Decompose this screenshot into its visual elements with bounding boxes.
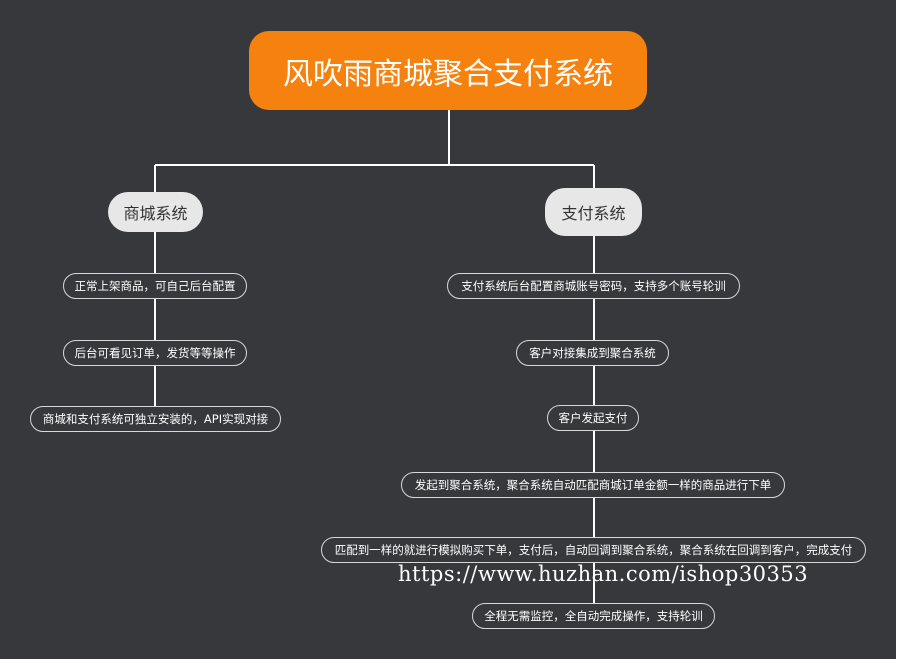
leaf-node-pay-1[interactable]: 支付系统后台配置商城账号密码，支持多个账号轮训 <box>447 273 740 299</box>
watermark-url: https://www.huzhan.com/ishop30353 <box>398 562 809 586</box>
leaf-node-mall-1[interactable]: 正常上架商品，可自己后台配置 <box>63 273 247 299</box>
leaf-label: 正常上架商品，可自己后台配置 <box>74 279 236 293</box>
leaf-label: 全程无需监控，全自动完成操作，支持轮训 <box>484 609 703 623</box>
leaf-node-mall-3[interactable]: 商城和支付系统可独立安装的，API实现对接 <box>30 406 281 432</box>
leaf-label: 商城和支付系统可独立安装的，API实现对接 <box>42 412 269 426</box>
leaf-label: 支付系统后台配置商城账号密码，支持多个账号轮训 <box>461 279 726 293</box>
branch-node-mall[interactable]: 商城系统 <box>108 192 203 232</box>
branch-node-payment[interactable]: 支付系统 <box>545 188 642 236</box>
root-node[interactable]: 风吹雨商城聚合支付系统 <box>249 31 647 110</box>
leaf-label: 客户对接集成到聚合系统 <box>529 346 656 360</box>
leaf-label: 客户发起支付 <box>558 411 628 425</box>
leaf-node-pay-4[interactable]: 发起到聚合系统，聚合系统自动匹配商城订单金额一样的商品进行下单 <box>401 472 785 498</box>
leaf-node-pay-3[interactable]: 客户发起支付 <box>547 405 639 431</box>
leaf-node-mall-2[interactable]: 后台可看见订单，发货等等操作 <box>63 340 247 366</box>
right-border <box>896 0 900 663</box>
root-label: 风吹雨商城聚合支付系统 <box>283 56 613 92</box>
leaf-label: 发起到聚合系统，聚合系统自动匹配商城订单金额一样的商品进行下单 <box>414 478 772 492</box>
branch-label: 支付系统 <box>561 204 626 223</box>
bottom-border <box>0 659 900 663</box>
branch-label: 商城系统 <box>123 204 188 223</box>
leaf-node-pay-6[interactable]: 全程无需监控，全自动完成操作，支持轮训 <box>472 603 715 629</box>
leaf-node-pay-2[interactable]: 客户对接集成到聚合系统 <box>516 340 669 366</box>
leaf-label: 后台可看见订单，发货等等操作 <box>74 346 236 360</box>
leaf-label: 匹配到一样的就进行模拟购买下单，支付后，自动回调到聚合系统，聚合系统在回调到客户… <box>334 543 853 557</box>
leaf-node-pay-5[interactable]: 匹配到一样的就进行模拟购买下单，支付后，自动回调到聚合系统，聚合系统在回调到客户… <box>321 537 866 563</box>
